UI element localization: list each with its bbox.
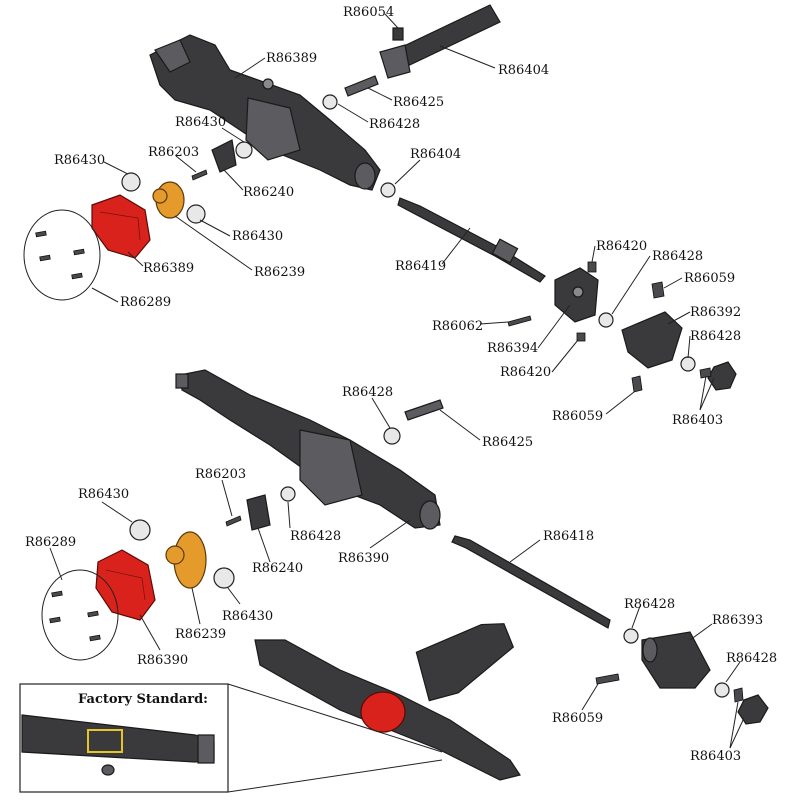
r86240-pinion (211, 139, 237, 173)
front-screws-group (23, 209, 101, 301)
label-r86390-housing: R86390 (338, 551, 389, 566)
label-r86062: R86062 (432, 319, 483, 334)
label-r86430-left: R86430 (54, 153, 105, 168)
front-knuckle-carrier (554, 267, 599, 323)
label-r86425-top: R86425 (393, 95, 444, 110)
label-r86403-top: R86403 (672, 413, 723, 428)
r86240-rear-pinion (246, 494, 271, 531)
label-r86428-rear2: R86428 (290, 529, 341, 544)
label-r86240-rear: R86240 (252, 561, 303, 576)
r86403-hex-top (707, 361, 737, 391)
r86404-bearing (380, 182, 396, 198)
r86430-rear-bearing2 (213, 567, 235, 589)
label-r86425-rear: R86425 (482, 435, 533, 450)
r86430-bearing-gear (186, 204, 206, 224)
r86062-screw (507, 315, 532, 327)
label-r86428-top: R86428 (369, 117, 420, 132)
r86428-knuckle-bearing (598, 312, 614, 328)
r86059-screw-bot (595, 673, 620, 685)
r86403-hex-bot (737, 694, 769, 725)
label-r86430-mid: R86430 (175, 115, 226, 130)
r86428-rear-bearing (383, 427, 401, 445)
inset-title: Factory Standard: (78, 692, 208, 707)
label-r86430-rear2: R86430 (222, 609, 273, 624)
label-r86418: R86418 (543, 529, 594, 544)
label-r86203-rear: R86203 (195, 467, 246, 482)
assembled-axle (254, 623, 521, 781)
front-axle-shaft (397, 197, 546, 283)
r86393-lockout (641, 631, 711, 689)
rear-axle-shaft (451, 535, 611, 629)
r86054-part (392, 27, 404, 41)
front-driveshaft (379, 4, 501, 79)
label-r86289-top: R86289 (120, 295, 171, 310)
r86428-right-bearing2 (714, 682, 730, 698)
rear-diff-cover (95, 549, 156, 621)
rear-axle-housing (175, 369, 441, 530)
label-r86404-mid: R86404 (410, 147, 461, 162)
rear-screws-group (41, 569, 119, 661)
label-r86430-rear: R86430 (78, 487, 129, 502)
label-r86404-top: R86404 (498, 63, 549, 78)
front-diff-cover (91, 194, 151, 259)
label-r86394: R86394 (487, 341, 538, 356)
label-r86428-right: R86428 (624, 597, 675, 612)
label-r86430-gear: R86430 (232, 229, 283, 244)
label-r86420-bot: R86420 (500, 365, 551, 380)
label-r86059-bot: R86059 (552, 711, 603, 726)
r86428-right-bearing (623, 628, 639, 644)
r86420-nut-top (587, 261, 597, 273)
factory-standard-inset: Factory Standard: (19, 683, 229, 793)
r86059-screw-top (651, 281, 665, 299)
r86428-knuckle-bearing2 (680, 356, 696, 372)
r86203-screw (191, 169, 208, 181)
label-r86289-rear: R86289 (25, 535, 76, 550)
label-r86389-cover: R86389 (143, 261, 194, 276)
label-r86392: R86392 (690, 305, 741, 320)
label-r86393: R86393 (712, 613, 763, 628)
r86203-rear-screw (225, 515, 242, 527)
r86420-nut-bot (576, 332, 586, 342)
label-r86389-top: R86389 (266, 51, 317, 66)
part-labels: R86054 R86389 R86404 R86425 R86428 R8643… (25, 5, 777, 764)
r86428-bearing-top (322, 94, 338, 110)
label-r86419: R86419 (395, 259, 446, 274)
assembled-diff-cover (360, 691, 406, 733)
r86430-rear-bearing (129, 519, 151, 541)
label-r86203-top: R86203 (148, 145, 199, 160)
leader-lines (49, 13, 745, 749)
label-r86428-rear: R86428 (342, 385, 393, 400)
r86059-screw-mid (631, 375, 643, 393)
front-steering-knuckle (621, 311, 683, 369)
label-r86428-right2: R86428 (726, 651, 777, 666)
label-r86239-rear: R86239 (175, 627, 226, 642)
r86425-pin (344, 75, 379, 97)
r86430-bearing-left (121, 172, 141, 192)
label-r86059-top: R86059 (684, 271, 735, 286)
r86428-rear-bearing2 (280, 486, 296, 502)
r86425-rear-pin (404, 399, 444, 421)
label-r86239-top: R86239 (254, 265, 305, 280)
label-r86054: R86054 (343, 5, 394, 20)
label-r86420-top: R86420 (596, 239, 647, 254)
label-r86390-cover: R86390 (137, 653, 188, 668)
label-r86428-knuckle: R86428 (652, 249, 703, 264)
front-axle-housing (149, 34, 381, 191)
label-r86428-knuckle2: R86428 (690, 329, 741, 344)
label-r86059-mid: R86059 (552, 409, 603, 424)
label-r86240-top: R86240 (243, 185, 294, 200)
r86430-bearing-mid (235, 141, 253, 159)
label-r86403-bot: R86403 (690, 749, 741, 764)
